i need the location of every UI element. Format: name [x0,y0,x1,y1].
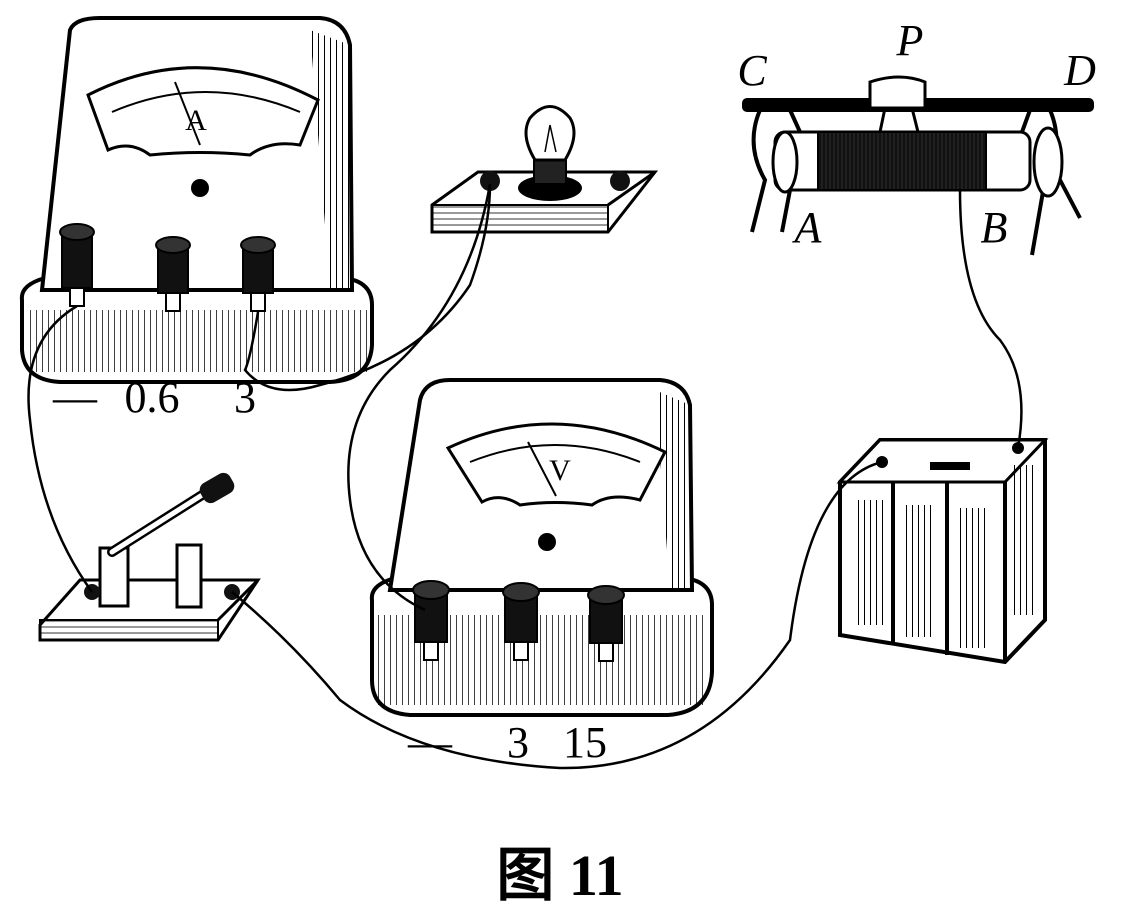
ammeter-label-0.6: 0.6 [125,373,180,422]
ammeter-terminal-0.6 [155,236,191,312]
voltmeter: V — 3 15 [369,378,714,767]
rheostat-label-b: B [981,203,1008,252]
zero-adjust-screw [538,533,556,551]
wire-switch-battery [231,460,883,770]
zero-adjust-screw [191,179,209,197]
voltmeter-dial [445,422,668,507]
ammeter-label-neg: — [52,373,98,422]
voltmeter-terminal-neg [412,580,450,661]
voltmeter-terminal-3 [502,582,540,661]
voltmeter-symbol: V [549,454,571,487]
wire-lamp-voltmeter [347,183,492,612]
rheostat-label-c: C [737,46,767,95]
sliding-rheostat: C P D A B [737,16,1096,256]
rheostat-label-p: P [896,16,924,65]
figure-caption: 图 11 [496,843,623,908]
ammeter-symbol: A [185,104,207,137]
voltmeter-label-neg: — [407,718,453,767]
ammeter-needle [174,81,201,146]
light-bulb [430,105,659,234]
rheostat-label-a: A [792,203,823,252]
resistance-coil [817,131,987,191]
knife-switch [38,472,261,642]
wire-rheostat-battery [958,189,1023,449]
voltmeter-label-3: 3 [507,718,529,767]
wire-ammeter-switch [27,304,94,593]
wire-ammeter-lamp [243,183,492,392]
voltmeter-needle [527,441,557,497]
ammeter: A — 0.6 3 [19,16,374,422]
ammeter-terminal-3 [240,236,276,312]
voltmeter-label-15: 15 [563,718,607,767]
wires [27,183,1023,770]
slider-p [868,75,927,110]
rheostat-label-d: D [1063,46,1096,95]
voltmeter-terminal-15 [587,585,625,662]
ammeter-label-3: 3 [234,373,256,422]
ammeter-dial [86,66,320,157]
battery-pack [836,438,1049,665]
